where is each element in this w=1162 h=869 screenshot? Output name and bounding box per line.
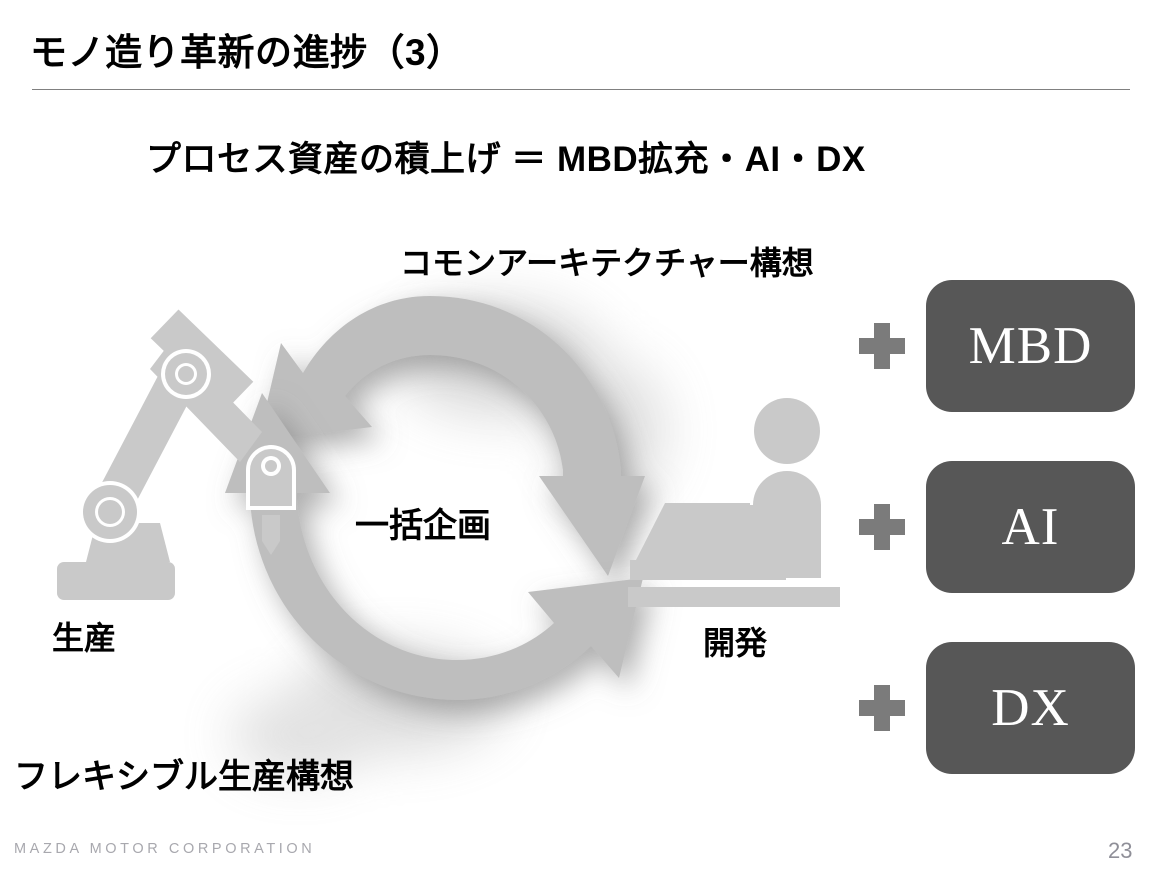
title-divider (32, 89, 1130, 90)
plus-icon (859, 504, 905, 550)
page-number: 23 (1108, 838, 1133, 863)
robot-arm-icon (57, 309, 296, 600)
tech-stack-row-dx: DX (855, 638, 1155, 778)
diagram-top-label: コモンアーキテクチャー構想 (400, 245, 814, 281)
tech-stack-row-ai: AI (855, 457, 1155, 597)
person-at-laptop-icon (628, 398, 840, 607)
tech-stack: MBD AI DX (855, 276, 1155, 786)
diagram-center-label: 一括企画 (355, 507, 491, 545)
diagram-bottom-label: フレキシブル生産構想 (14, 758, 354, 796)
plus-icon (859, 685, 905, 731)
tech-stack-row-mbd: MBD (855, 276, 1155, 416)
plus-icon (859, 323, 905, 369)
tech-box-ai[interactable]: AI (926, 461, 1135, 593)
diagram-left-node-label: 生産 (52, 620, 117, 656)
diagram-right-node-label: 開発 (703, 625, 768, 661)
page-title: モノ造り革新の進捗（3） (30, 32, 464, 73)
slide-subtitle: プロセス資産の積上げ ＝ MBD拡充・AI・DX (146, 140, 866, 179)
footer-brand: MAZDA MOTOR CORPORATION (14, 841, 316, 857)
tech-box-dx[interactable]: DX (926, 642, 1135, 774)
tech-box-mbd[interactable]: MBD (926, 280, 1135, 412)
